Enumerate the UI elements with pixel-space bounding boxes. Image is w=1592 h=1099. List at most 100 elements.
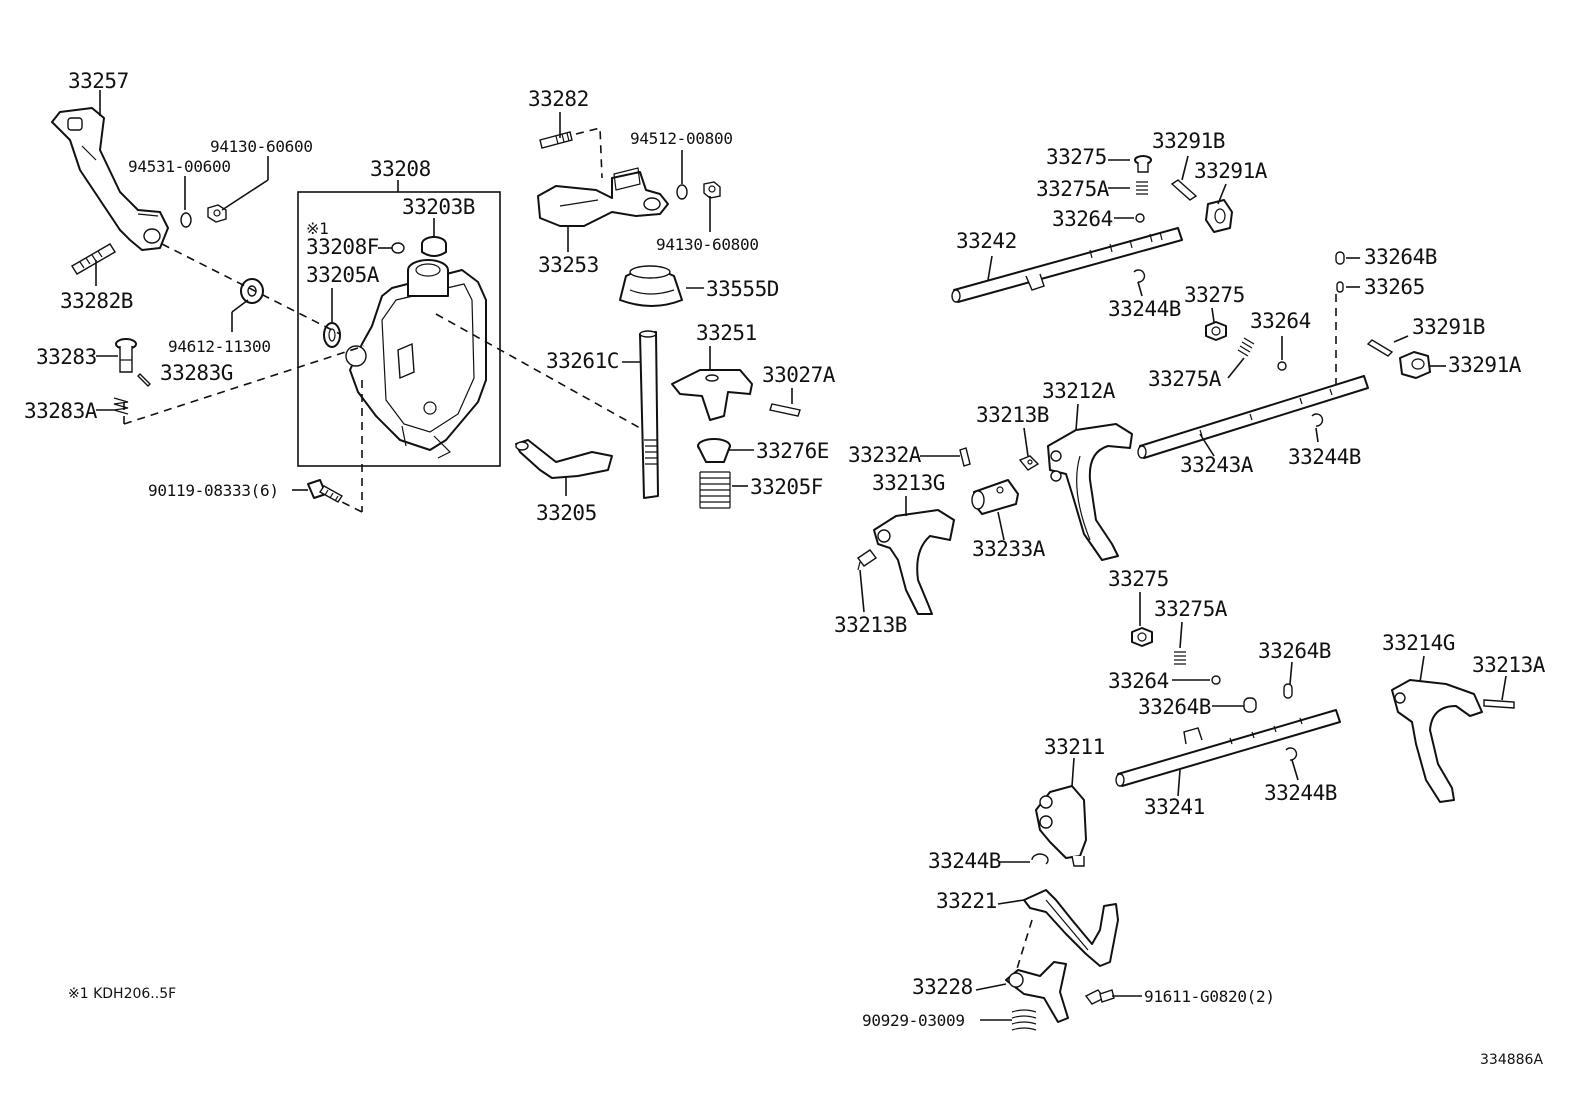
ball-33264-mid-drawing: [1277, 361, 1287, 371]
label-33275-mid: 33275: [1184, 283, 1245, 307]
plug-33265-drawing: [1336, 281, 1344, 293]
label-33213B-mid: 33213B: [976, 403, 1049, 427]
pin-33283-drawing: [115, 338, 137, 373]
pin-33027A-drawing: [769, 403, 801, 417]
label-33283: 33283: [36, 345, 97, 369]
label-33243A: 33243A: [1180, 453, 1254, 477]
pin-33291B-top-drawing: [1170, 179, 1198, 201]
label-33291A-top: 33291A: [1194, 159, 1268, 183]
label-33555D: 33555D: [706, 277, 779, 301]
fork-33214G-drawing: [1391, 679, 1483, 803]
shaft-33241-drawing: [1115, 709, 1341, 787]
label-33264-top: 33264: [1052, 207, 1113, 231]
label-33283A: 33283A: [24, 399, 98, 423]
label-33244B-c: 33244B: [1264, 781, 1337, 805]
pin-33283G-drawing: [137, 373, 151, 387]
housing-33208-drawing: [345, 259, 487, 459]
label-33264-lower: 33264: [1108, 669, 1169, 693]
clip-33244B-a-drawing: [1133, 269, 1146, 283]
label-33275A-lower: 33275A: [1154, 597, 1228, 621]
lever-33221-drawing: [1023, 889, 1119, 967]
label-33244B-d: 33244B: [928, 849, 1001, 873]
lever-33253-drawing: [537, 167, 669, 227]
lever-33228-drawing: [1005, 961, 1069, 1023]
plug-33275-mid-drawing: [1205, 321, 1227, 341]
fork-33213G-drawing: [873, 509, 955, 615]
label-90119-08333: 90119-08333(6): [148, 481, 279, 500]
shaft-33261C-drawing: [639, 330, 659, 499]
label-33264B-lower-a: 33264B: [1258, 639, 1331, 663]
fork-33212A-drawing: [1047, 423, 1133, 561]
label-33212A: 33212A: [1042, 379, 1116, 403]
assembly-box-33208: [297, 191, 501, 467]
lever-33205-drawing: [515, 439, 613, 479]
label-94130-60600: 94130-60600: [210, 137, 313, 156]
label-33291B-right: 33291B: [1412, 315, 1485, 339]
part-labels: 33257 94531-00600 94130-60600 33282B 332…: [24, 69, 1546, 1068]
label-94512-00800: 94512-00800: [630, 129, 733, 148]
block-33291A-right-drawing: [1399, 351, 1431, 379]
label-33276E: 33276E: [756, 439, 829, 463]
label-33291A-right: 33291A: [1448, 353, 1522, 377]
ball-33264-lower-drawing: [1211, 675, 1221, 685]
label-91611-G0820: 91611-G0820(2): [1144, 987, 1275, 1006]
clip-33244B-c-drawing: [1285, 747, 1298, 761]
collar-33233A-drawing: [971, 479, 1019, 515]
label-33228: 33228: [912, 975, 973, 999]
footnote: ※1 KDH206..5F: [68, 986, 176, 1002]
bolt-90119-drawing: [307, 479, 344, 503]
label-33253: 33253: [538, 253, 599, 277]
stud-33282-drawing: [539, 131, 573, 149]
pin-33232A-drawing: [959, 447, 971, 467]
clip-33244B-d-drawing: [1031, 853, 1049, 865]
plug-33264B-b-drawing: [1243, 697, 1257, 713]
label-33265: 33265: [1364, 275, 1425, 299]
label-94130-60800: 94130-60800: [656, 235, 759, 254]
label-33205A: 33205A: [306, 263, 380, 287]
label-33233A: 33233A: [972, 537, 1046, 561]
label-33264-mid: 33264: [1250, 309, 1311, 333]
label-33213A: 33213A: [1472, 653, 1546, 677]
label-33214G: 33214G: [1382, 631, 1455, 655]
bolt-33213B-left-drawing: [856, 549, 878, 571]
label-33264B-lower-b: 33264B: [1138, 695, 1211, 719]
diagram-id: 334886A: [1480, 1052, 1543, 1068]
label-33203B: 33203B: [402, 195, 475, 219]
washer-94531-drawing: [180, 212, 192, 228]
spring-33275A-lower-drawing: [1174, 651, 1186, 665]
label-33282B: 33282B: [60, 289, 133, 313]
label-33241: 33241: [1144, 795, 1205, 819]
lever-33251-drawing: [671, 369, 753, 421]
label-33244B-b: 33244B: [1288, 445, 1361, 469]
label-33208F: 33208F: [306, 235, 379, 259]
nut-94130-60800-drawing: [703, 181, 721, 199]
stud-33282B-drawing: [71, 243, 116, 275]
bracket-33257-drawing: [51, 107, 169, 251]
label-94531-00600: 94531-00600: [128, 157, 231, 176]
plug-33275-lower-drawing: [1131, 627, 1153, 647]
washer-94512-drawing: [676, 184, 688, 200]
bolt-33213B-mid-drawing: [1018, 455, 1040, 471]
plug-33264B-top-drawing: [1335, 251, 1345, 265]
label-33213B-left: 33213B: [834, 613, 907, 637]
cap-33203B-drawing: [421, 236, 447, 257]
assembly-dashed-lines: [123, 126, 1337, 973]
pin-33291B-right-drawing: [1366, 339, 1394, 357]
label-33275-lower: 33275: [1108, 567, 1169, 591]
plug-33264B-a-drawing: [1283, 683, 1293, 699]
leader-lines: [95, 90, 1507, 1021]
label-33261C: 33261C: [546, 349, 619, 373]
label-33242: 33242: [956, 229, 1017, 253]
label-33264B-top: 33264B: [1364, 245, 1437, 269]
shaft-33243A-drawing: [1137, 375, 1369, 459]
label-33275-top: 33275: [1046, 145, 1107, 169]
label-33244B-a: 33244B: [1108, 297, 1181, 321]
seat-33276E-drawing: [697, 438, 731, 463]
label-33251: 33251: [696, 321, 757, 345]
block-33291A-top-drawing: [1205, 199, 1233, 233]
nut-94130-60600-drawing: [207, 204, 227, 223]
spring-33205F-drawing: [699, 471, 731, 509]
label-note-ref: ※1: [306, 219, 328, 238]
label-33275A-top: 33275A: [1036, 177, 1110, 201]
